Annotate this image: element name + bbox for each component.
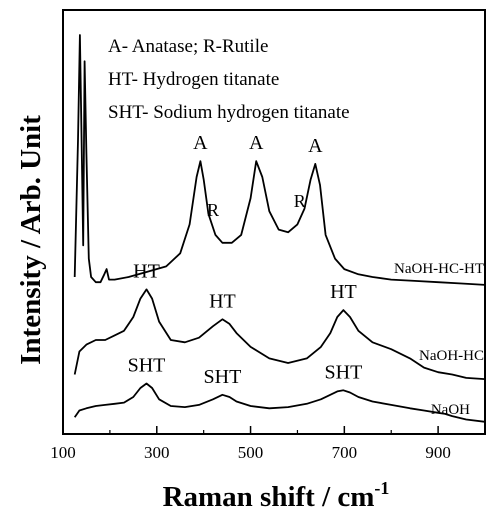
x-tick-label-300: 300 [144,443,170,462]
legend-text-block: A- Anatase; R-Rutile HT- Hydrogen titana… [108,36,350,123]
peak-label-ht-7: HT [330,281,357,303]
x-tick-label-900: 900 [425,443,451,462]
legend-line-sodium-hydrogen-titanate: SHT- Sodium hydrogen titanate [108,102,350,123]
peak-label-sht-9: SHT [204,366,242,388]
series-label-naoh-hc-ht: NaOH-HC-HT [394,261,484,277]
peak-label-a-2: A [249,132,264,154]
x-tick-label-700: 700 [332,443,358,462]
peak-label-ht-6: HT [209,290,236,312]
x-axis-label-superscript: -1 [374,478,389,498]
series-line-naoh-hc [73,288,486,380]
legend-line-anatase-rutile: A- Anatase; R-Rutile [108,36,268,57]
series-line-naoh [73,382,486,423]
x-tick-layer: 100 300 500 700 900 [50,426,451,462]
series-label-layer: NaOH-HC-HT NaOH-HC NaOH [394,261,484,418]
legend-line-hydrogen-titanate: HT- Hydrogen titanate [108,69,279,90]
peak-label-r-3: R [294,191,306,211]
x-tick-label-100: 100 [50,443,76,462]
y-axis-label: Intensity / Arb. Unit [15,115,47,365]
peak-label-a-0: A [193,132,208,154]
peak-label-sht-8: SHT [128,355,166,377]
peak-label-layer: A R A R A HT HT HT SHT SHT SHT [128,132,363,388]
series-line-naoh-hc-ht [73,34,486,286]
x-tick-label-500: 500 [238,443,264,462]
peak-label-r-1: R [207,200,219,220]
plot-frame [62,9,486,435]
series-label-naoh-hc: NaOH-HC [419,348,484,364]
peak-label-a-4: A [308,135,323,157]
peak-label-sht-10: SHT [325,361,363,383]
series-layer [73,34,486,423]
x-axis-label: Raman shift / cm-1 [163,478,390,513]
peak-label-ht-5: HT [133,260,160,282]
series-label-naoh: NaOH [431,402,470,418]
x-axis-label-text: Raman shift / cm [163,481,375,513]
